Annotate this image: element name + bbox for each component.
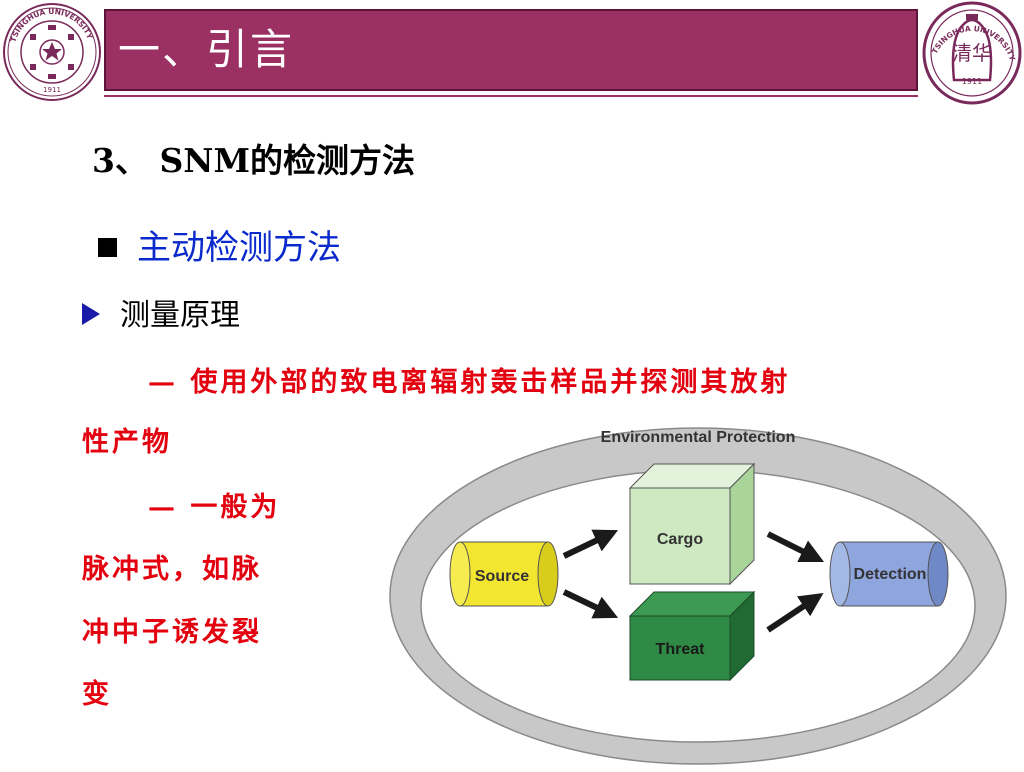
source-label: Source bbox=[475, 568, 529, 585]
seal-year: 1911 bbox=[43, 86, 61, 94]
arrow-source-to-threat bbox=[562, 589, 619, 619]
logo-year: 1911 bbox=[962, 77, 982, 86]
subheading-row: 主动检测方法 bbox=[98, 220, 341, 269]
arrow-threat-to-detection bbox=[766, 593, 824, 633]
page-title: 一、引言 bbox=[118, 25, 295, 74]
bullet-row: 测量原理 bbox=[82, 290, 240, 334]
body-line-2: 性产物 bbox=[82, 427, 172, 458]
body-line-5: 冲中子诱发裂 bbox=[82, 617, 262, 648]
tsinghua-bell-logo-icon: 清华 TSINGHUA UNIVERSITY 1911 bbox=[920, 0, 1024, 106]
university-seal-icon: TSINGHUA UNIVERSITY 1911 bbox=[2, 2, 102, 102]
arrow-cargo-to-detection bbox=[766, 531, 825, 563]
body-line-4: 脉冲式，如脉 bbox=[82, 554, 262, 585]
body-line-6: 变 bbox=[82, 679, 112, 710]
subheading-text: 主动检测方法 bbox=[137, 228, 341, 268]
detection-cylinder: Detection bbox=[829, 541, 949, 607]
body-line-3: — 一般为 bbox=[148, 492, 281, 523]
bullet-text: 测量原理 bbox=[120, 298, 240, 333]
source-cylinder: Source bbox=[449, 541, 559, 607]
section-heading: 3、 SNM的检测方法 bbox=[92, 141, 415, 180]
snm-detection-diagram: Environmental Protection Source Cargo Th… bbox=[382, 418, 1022, 768]
threat-cube: Threat bbox=[628, 590, 756, 682]
arrow-source-to-cargo bbox=[562, 529, 619, 559]
threat-label: Threat bbox=[656, 641, 706, 658]
arrow-bullet-icon bbox=[82, 303, 100, 325]
title-divider bbox=[104, 95, 918, 97]
square-bullet-icon bbox=[98, 237, 117, 257]
cargo-cube: Cargo bbox=[628, 462, 756, 586]
body-line-1: — 使用外部的致电离辐射轰击样品并探测其放射 bbox=[148, 367, 791, 398]
detection-label: Detection bbox=[854, 566, 927, 583]
logo-characters: 清华 bbox=[952, 41, 992, 65]
environment-label: Environmental Protection bbox=[601, 429, 796, 446]
title-bar: 一、引言 bbox=[104, 9, 918, 91]
cargo-label: Cargo bbox=[657, 531, 703, 548]
